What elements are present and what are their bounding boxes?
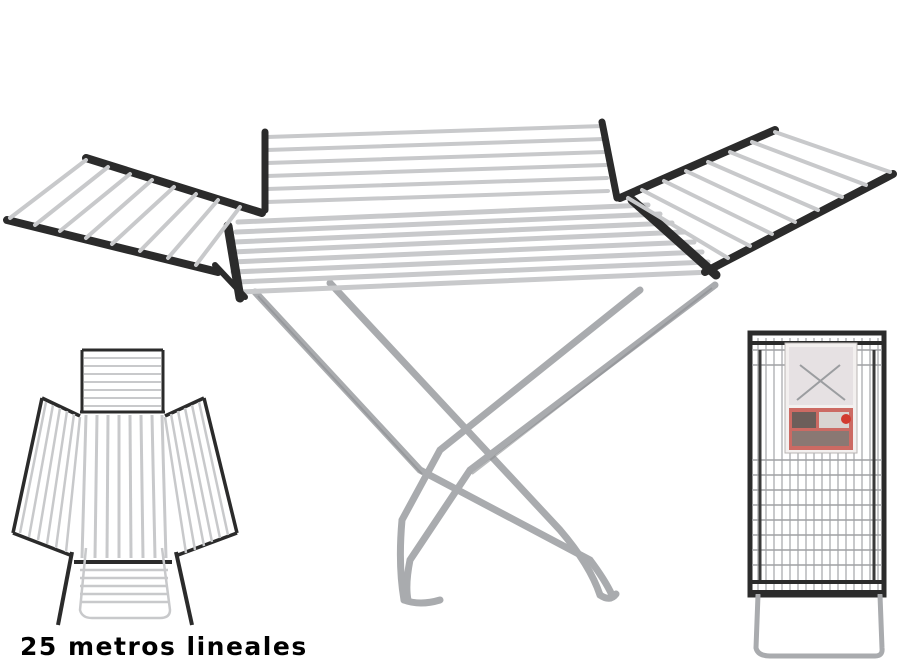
drying-rack-open-icon	[3, 118, 897, 607]
drying-rack-folded-icon	[747, 330, 887, 659]
drying-rack-top-view-icon	[11, 348, 239, 626]
caption-text: 25 metros lineales	[20, 632, 308, 661]
